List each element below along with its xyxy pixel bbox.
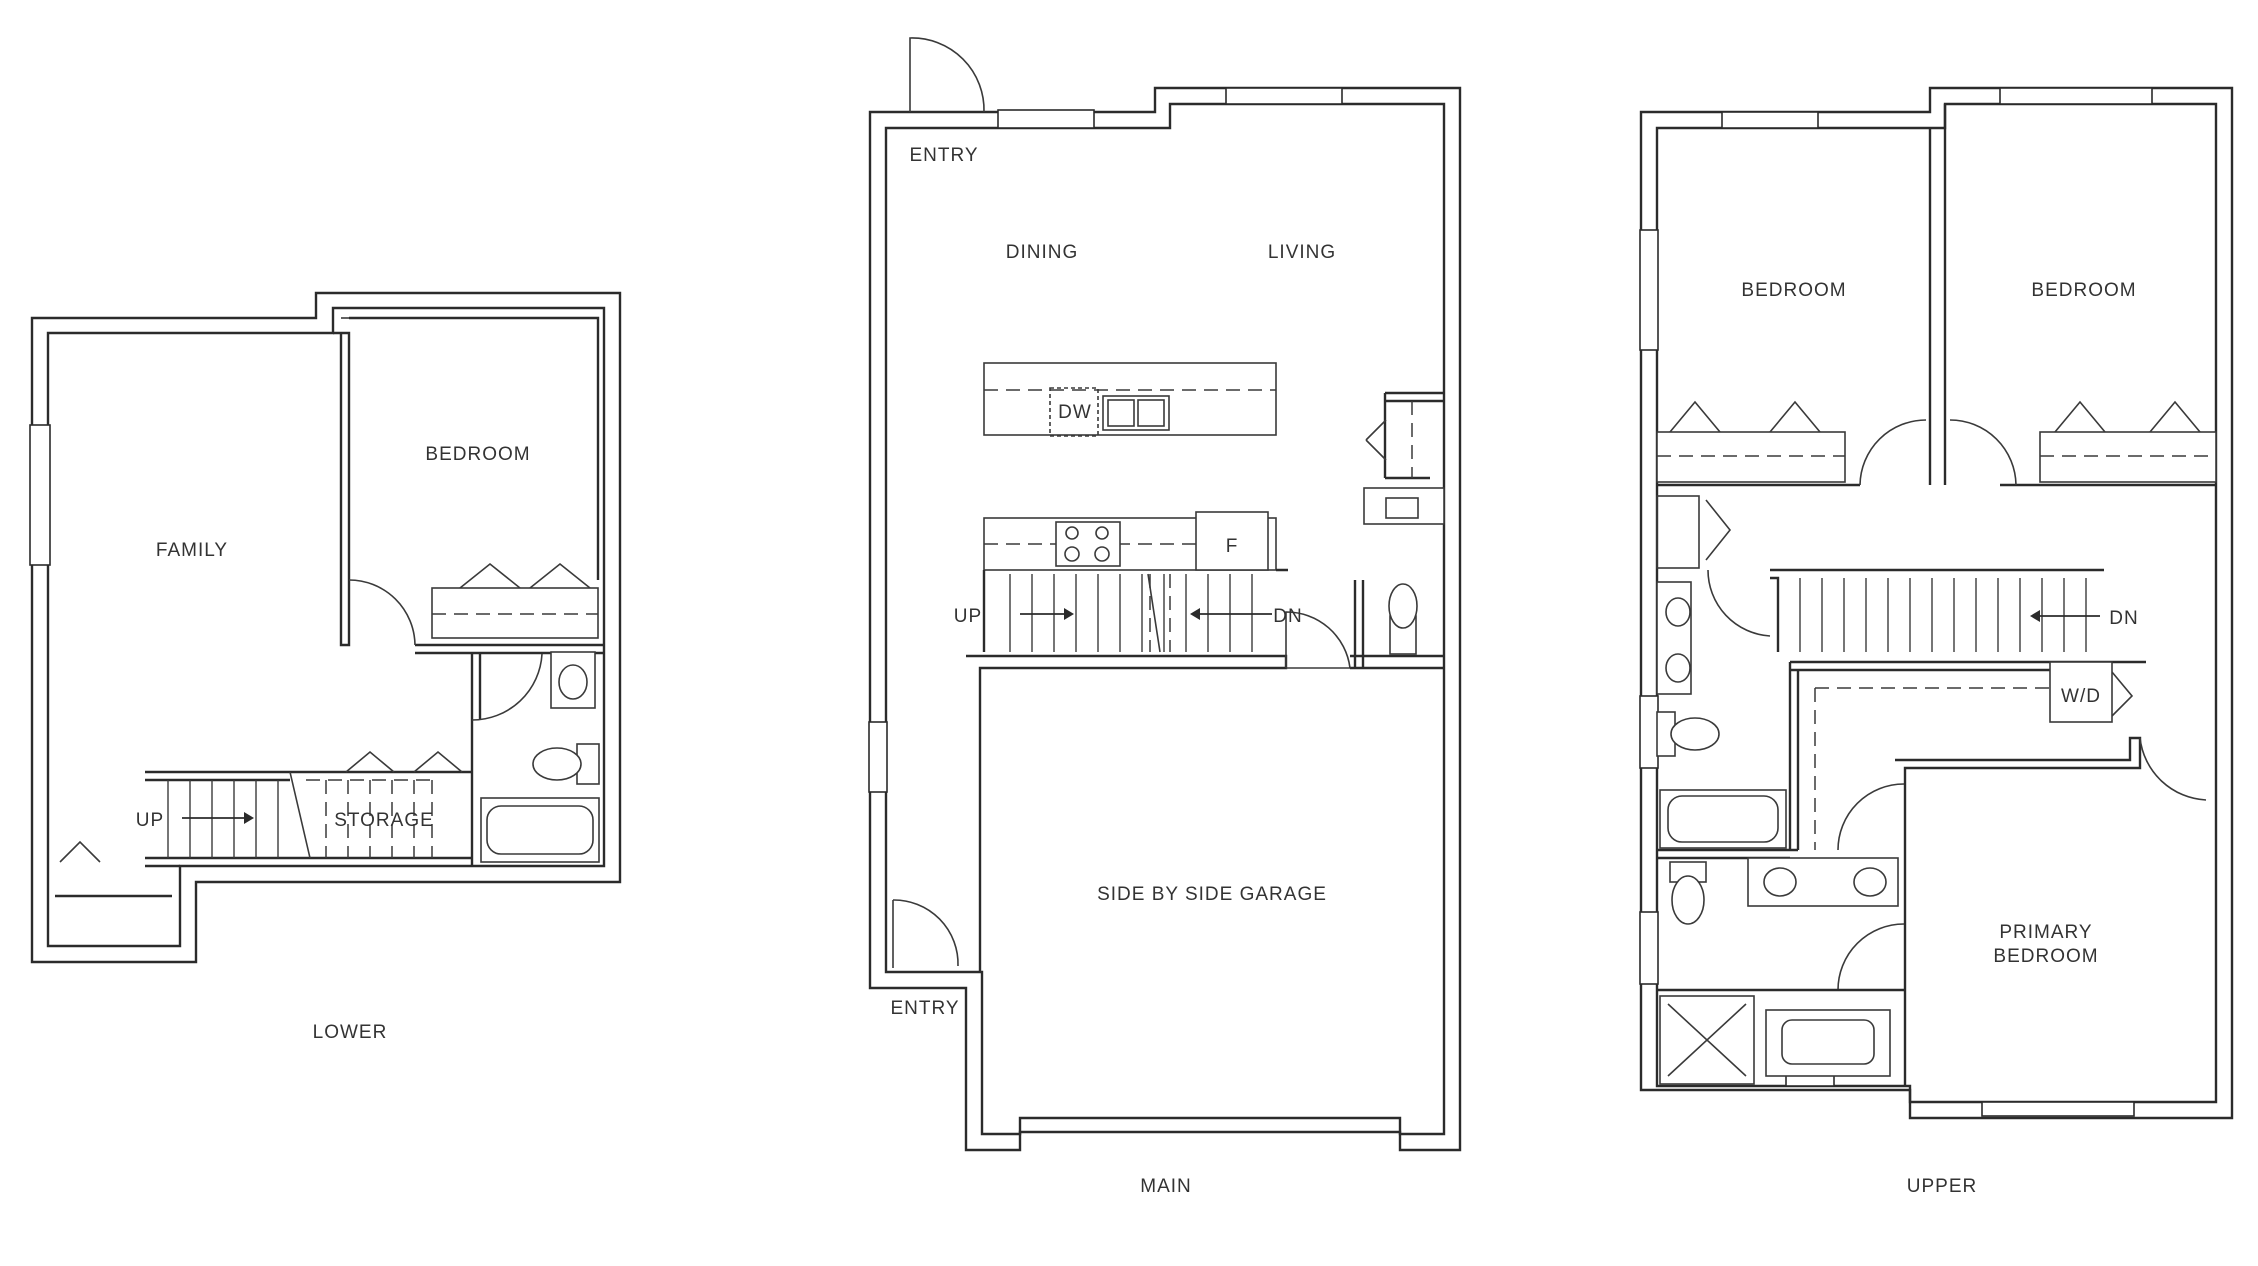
sink <box>1102 395 1170 431</box>
dishwasher-label: DW <box>1058 402 1092 423</box>
washer-dryer <box>2049 661 2113 723</box>
window <box>1225 87 1343 105</box>
window <box>1639 229 1659 351</box>
room-label-living: LIVING <box>1268 242 1336 263</box>
floor-title-main: MAIN <box>1140 1176 1192 1197</box>
floor-title-lower: LOWER <box>313 1022 388 1043</box>
room-label-family: FAMILY <box>156 540 228 561</box>
window <box>1999 87 2153 105</box>
room-label-bedroom: BEDROOM <box>2031 280 2136 301</box>
room-label-storage: STORAGE <box>334 810 434 831</box>
door-swing <box>1837 923 1905 991</box>
closet <box>2039 431 2217 483</box>
room-label-entry: ENTRY <box>890 998 959 1019</box>
room-label-dining: DINING <box>1006 242 1079 263</box>
entry-door[interactable] <box>909 37 985 113</box>
window <box>1639 695 1659 769</box>
window <box>1639 911 1659 985</box>
room-label-bedroom: BEDROOM <box>1741 280 1846 301</box>
room-label-garage: SIDE BY SIDE GARAGE <box>1097 884 1327 905</box>
window <box>868 721 888 793</box>
dishwasher <box>1049 387 1099 437</box>
room-label-primary-bedroom: BEDROOM <box>1993 946 2098 967</box>
window <box>997 109 1095 129</box>
fridge-label: F <box>1226 536 1239 557</box>
door-swing <box>471 653 543 721</box>
washer-dryer-label: W/D <box>2061 686 2101 707</box>
floor-title-upper: UPPER <box>1907 1176 1977 1197</box>
room-label-bedroom: BEDROOM <box>425 444 530 465</box>
window <box>1721 111 1819 129</box>
window <box>29 424 51 566</box>
door-swing <box>348 579 416 646</box>
stair-up-label: UP <box>136 810 164 831</box>
main-floor-plan <box>868 37 1462 1152</box>
upper-floor-plan <box>1639 86 2234 1120</box>
closet <box>431 587 599 639</box>
room-label-primary: PRIMARY <box>1999 922 2092 943</box>
door-swing <box>1837 783 1905 851</box>
closet <box>1656 431 1846 483</box>
door-swing <box>1949 419 2017 486</box>
entry-door[interactable] <box>892 899 959 968</box>
refrigerator <box>1195 511 1269 571</box>
range <box>1055 521 1121 567</box>
linen-closet <box>1656 495 1700 569</box>
window <box>1981 1101 2135 1117</box>
door-swing <box>1285 611 1351 669</box>
door-swing <box>1859 419 1927 486</box>
stair-down-label: DN <box>1273 606 1302 627</box>
stair-down-label: DN <box>2109 608 2138 629</box>
room-label-entry: ENTRY <box>909 145 978 166</box>
lower-floor-plan <box>29 291 622 964</box>
stair-up-label: UP <box>954 606 982 627</box>
